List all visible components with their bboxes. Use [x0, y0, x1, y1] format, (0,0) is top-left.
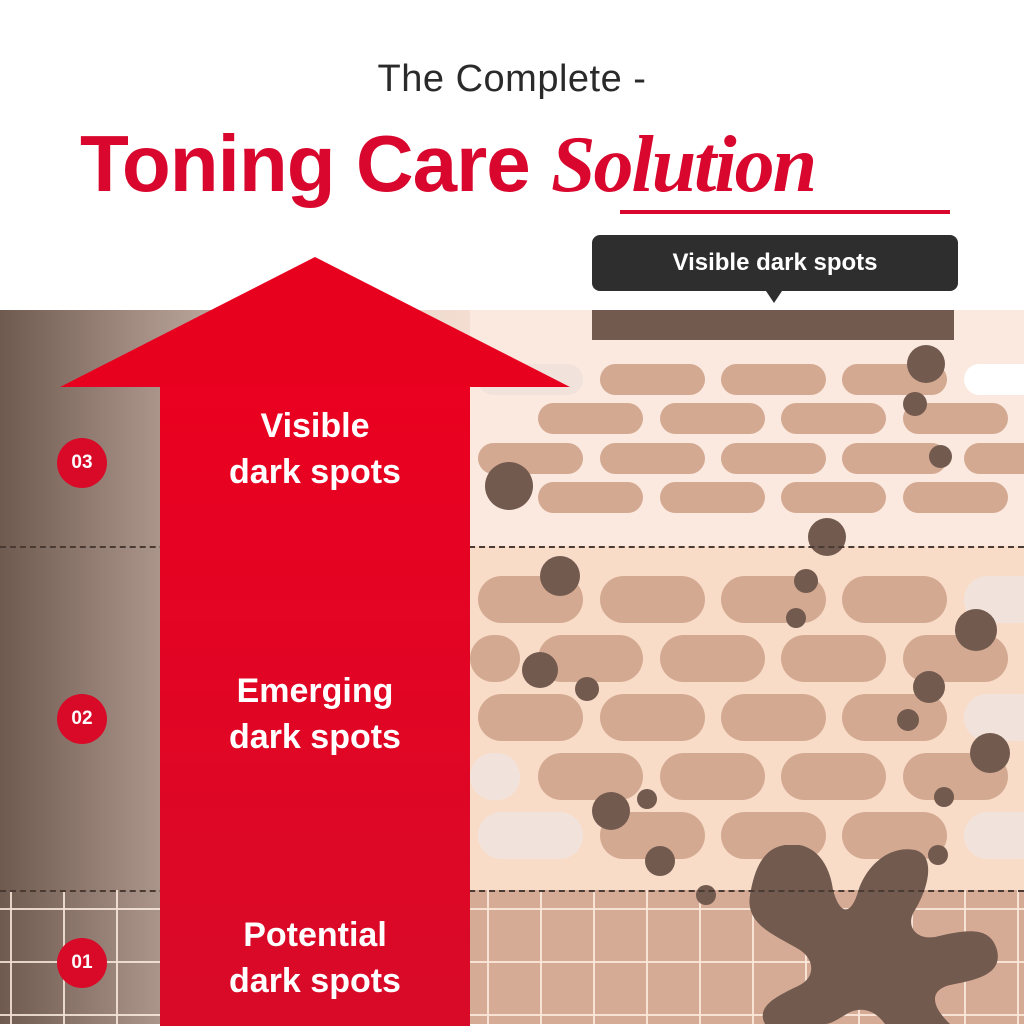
skin-cell [781, 635, 886, 682]
stage-03-label-line1: Visible [260, 407, 370, 445]
skin-cell [721, 694, 826, 741]
dark-spot [786, 608, 806, 628]
skin-cell [478, 812, 583, 859]
stage-divider-03-02 [0, 546, 1024, 548]
dark-spot [928, 845, 948, 865]
dark-spot [929, 445, 952, 468]
dark-spot [575, 677, 599, 701]
dark-spot [592, 792, 630, 830]
dark-spot [522, 652, 558, 688]
skin-cell [538, 403, 643, 434]
stage-03-label-line2: dark spots [229, 453, 401, 491]
skin-cell [538, 753, 643, 800]
stage-01-badge: 01 [57, 938, 107, 988]
dark-spot [897, 709, 919, 731]
skin-cell [600, 364, 705, 395]
callout-pointer-icon [766, 291, 782, 303]
stage-01-label-line2: dark spots [229, 962, 401, 1000]
title-main: Toning Care [80, 119, 551, 208]
stage-divider-02-01 [0, 890, 1024, 892]
dark-spot [907, 345, 945, 383]
header-subtitle: The Complete - [377, 58, 647, 100]
skin-cell [721, 443, 826, 474]
skin-cell [721, 364, 826, 395]
skin-cell [600, 443, 705, 474]
stage-01-label-line1: Potential [243, 916, 387, 954]
dark-spot [794, 569, 818, 593]
dark-spot-splat-icon [749, 845, 998, 1024]
dark-spot [955, 609, 997, 651]
stage-03-label: Visible dark spots [160, 403, 470, 495]
skin-cell [903, 482, 1008, 513]
skin-cell [600, 576, 705, 623]
page-title: Toning Care Solution [80, 118, 817, 211]
dark-spot [637, 789, 657, 809]
skin-cell [781, 753, 886, 800]
dark-spot [540, 556, 580, 596]
skin-cell [660, 403, 765, 434]
skin-cell [660, 635, 765, 682]
dark-spot [696, 885, 716, 905]
skin-cell [538, 482, 643, 513]
skin-cell [842, 576, 947, 623]
skin-cell [964, 443, 1024, 474]
skin-cell [478, 694, 583, 741]
dark-spot [645, 846, 675, 876]
stage-02-badge: 02 [57, 694, 107, 744]
title-underline [620, 210, 950, 214]
skin-cell [964, 364, 1024, 395]
callout-bubble: Visible dark spots [592, 235, 958, 291]
stage-03-badge: 03 [57, 438, 107, 488]
up-arrow-head-icon [60, 257, 570, 387]
stage-02-label-line2: dark spots [229, 718, 401, 756]
skin-cell [781, 482, 886, 513]
stage-02-label: Emerging dark spots [160, 668, 470, 760]
dark-spot [903, 392, 927, 416]
skin-cell [781, 403, 886, 434]
dark-spot [808, 518, 846, 556]
skin-cell [660, 482, 765, 513]
dark-spot [970, 733, 1010, 773]
stage-02-label-line1: Emerging [236, 672, 394, 710]
title-emphasis: Solution [550, 121, 817, 209]
dark-spot [485, 462, 533, 510]
dark-spot [913, 671, 945, 703]
skin-cell [470, 635, 520, 682]
up-arrow-shaft [160, 386, 470, 1026]
skin-cell [600, 694, 705, 741]
skin-cell [964, 812, 1024, 859]
skin-cell [660, 753, 765, 800]
surface-dark-layer [592, 310, 954, 340]
stage-01-label: Potential dark spots [160, 912, 470, 1004]
skin-cell [470, 753, 520, 800]
dark-spot [934, 787, 954, 807]
